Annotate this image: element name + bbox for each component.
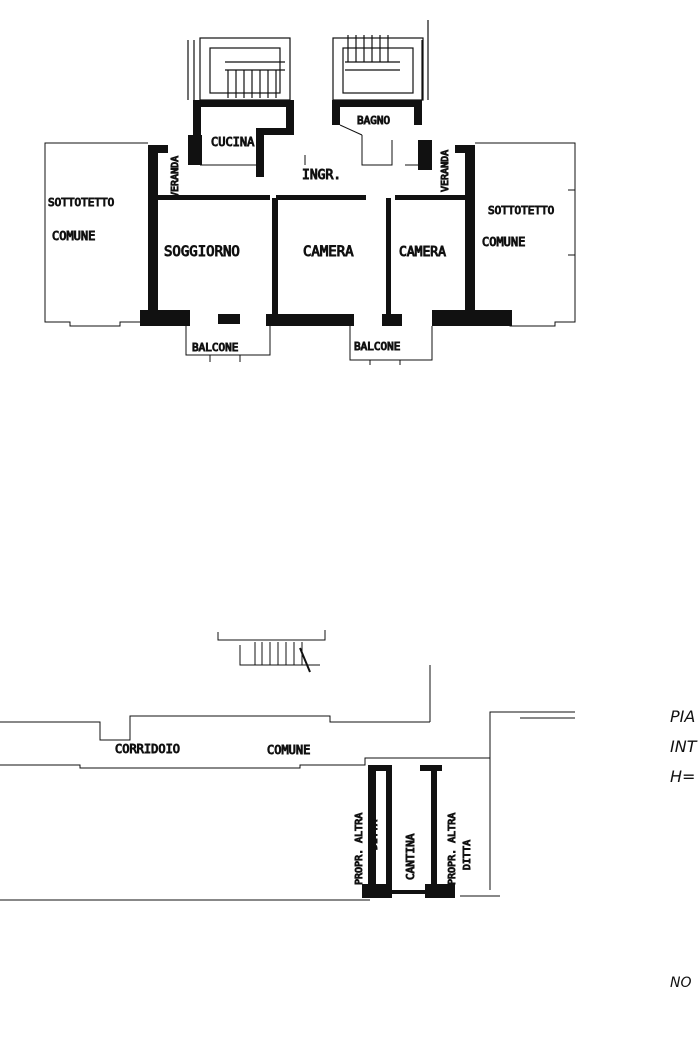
corridor-walls — [0, 711, 575, 901]
room-label-sottotetto-left: SOTTOTETTO — [48, 196, 114, 209]
upper-thick-walls — [140, 100, 512, 326]
room-label-comune-left: COMUNE — [52, 229, 95, 243]
stair-left — [187, 37, 291, 101]
room-label-comune-corridor: COMUNE — [267, 743, 310, 757]
room-label-corridoio: CORRIDOIO — [115, 742, 180, 756]
stair-right — [332, 20, 429, 101]
room-label-comune-right: COMUNE — [482, 235, 525, 249]
note-line-1: PIA — [670, 707, 695, 726]
side-notes: PIA INT H= NO — [670, 707, 698, 991]
room-label-balcone-right: BALCONE — [354, 340, 400, 353]
upper-floor-plan: CUCINA BAGNO INGR. VERANDA VERANDA SOTTO… — [44, 20, 576, 365]
room-label-proprieta-right-1: PROPR. ALTRA — [447, 813, 458, 885]
note-line-2: INT — [670, 737, 698, 756]
room-label-cantina: CANTINA — [404, 833, 417, 880]
room-label-proprieta-left-2: DITTA — [369, 820, 380, 850]
room-label-cucina: CUCINA — [211, 135, 255, 149]
room-label-veranda-right: VERANDA — [440, 150, 451, 192]
stair-lower — [217, 630, 431, 722]
room-label-camera-2: CAMERA — [399, 245, 446, 260]
note-bottom: NO — [670, 975, 692, 991]
room-label-bagno: BAGNO — [357, 114, 390, 127]
room-label-proprieta-right-2: DITTA — [462, 840, 473, 870]
upper-thin-walls — [44, 124, 576, 365]
lower-thick-walls — [362, 765, 455, 898]
room-label-soggiorno: SOGGIORNO — [164, 244, 240, 260]
room-label-sottotetto-right: SOTTOTETTO — [488, 204, 554, 217]
room-label-proprieta-left-1: PROPR. ALTRA — [354, 813, 365, 885]
lower-floor-plan: CORRIDOIO COMUNE PROPR. ALTRA DITTA CANT… — [0, 630, 575, 901]
room-label-veranda-left: VERANDA — [170, 156, 181, 198]
note-line-3: H= — [670, 767, 695, 786]
room-label-camera-1: CAMERA — [303, 244, 354, 260]
room-label-balcone-left: BALCONE — [192, 341, 238, 354]
room-label-ingresso: INGR. — [302, 168, 341, 183]
